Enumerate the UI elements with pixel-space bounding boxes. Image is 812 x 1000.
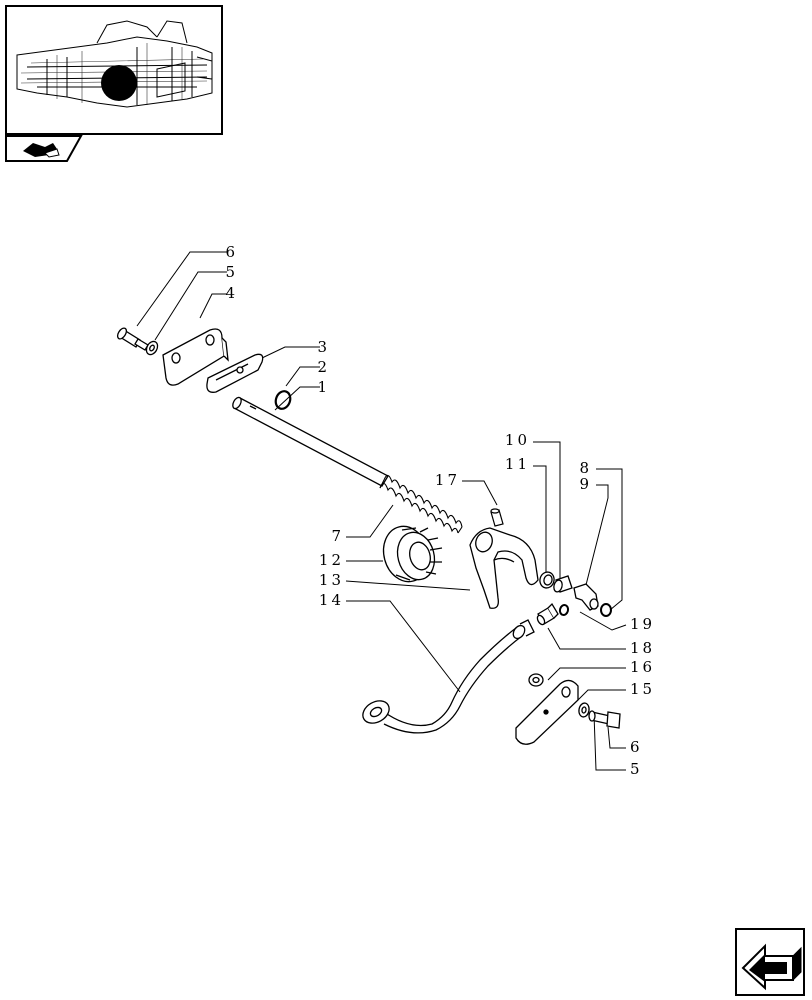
callout-1: 1 <box>317 378 330 396</box>
bracket-part-15 <box>515 679 579 745</box>
callout-11: 11 <box>505 455 530 473</box>
callout-10: 10 <box>505 431 530 449</box>
o-ring-part-19 <box>558 604 570 616</box>
callout-13: 13 <box>319 571 344 589</box>
tractor-tab-icon <box>5 135 83 162</box>
shaft-part-1 <box>232 396 389 487</box>
spring-part-7 <box>379 474 463 534</box>
washer-part-16 <box>528 673 544 687</box>
callout-5-bottom: 5 <box>630 760 643 778</box>
locator-thumbnail <box>5 5 223 135</box>
callout-7: 7 <box>331 527 344 545</box>
bolt-part-6b <box>588 710 621 729</box>
callout-9: 9 <box>579 475 592 493</box>
callout-5-top: 5 <box>225 263 238 281</box>
callout-4: 4 <box>225 284 238 302</box>
pipe-part-14 <box>362 619 535 734</box>
clip-part-3 <box>206 353 264 393</box>
callout-15: 15 <box>630 680 655 698</box>
callout-17: 17 <box>435 471 460 489</box>
callout-18: 18 <box>630 639 655 657</box>
callout-2: 2 <box>317 358 330 376</box>
fork-part-13 <box>469 527 539 609</box>
plate-part-4 <box>162 328 229 386</box>
callout-8: 8 <box>579 459 592 477</box>
seal-part-11 <box>539 571 555 589</box>
callout-16: 16 <box>630 658 655 676</box>
next-page-arrow-icon[interactable] <box>735 928 805 996</box>
callout-12: 12 <box>319 551 344 569</box>
callout-6-bottom: 6 <box>630 738 643 756</box>
callout-6-top: 6 <box>225 243 238 261</box>
gear-hub-part-12 <box>382 525 443 583</box>
callout-19: 19 <box>630 615 655 633</box>
o-ring-part-8 <box>600 603 612 617</box>
washer-part-5b <box>578 702 590 718</box>
plug-part-10 <box>553 575 573 593</box>
o-ring-part-2 <box>274 390 292 410</box>
pin-part-17 <box>490 508 504 527</box>
callout-3: 3 <box>317 338 330 356</box>
washer-part-5a <box>145 340 159 356</box>
transmission-assembly-icon <box>16 20 213 108</box>
bolt-part-6a <box>116 327 149 351</box>
elbow-fitting-part-9 <box>573 583 599 611</box>
location-marker-icon <box>101 65 137 101</box>
adapter-part-18 <box>536 602 559 626</box>
leader-lines <box>136 251 627 771</box>
callout-14: 14 <box>319 591 344 609</box>
